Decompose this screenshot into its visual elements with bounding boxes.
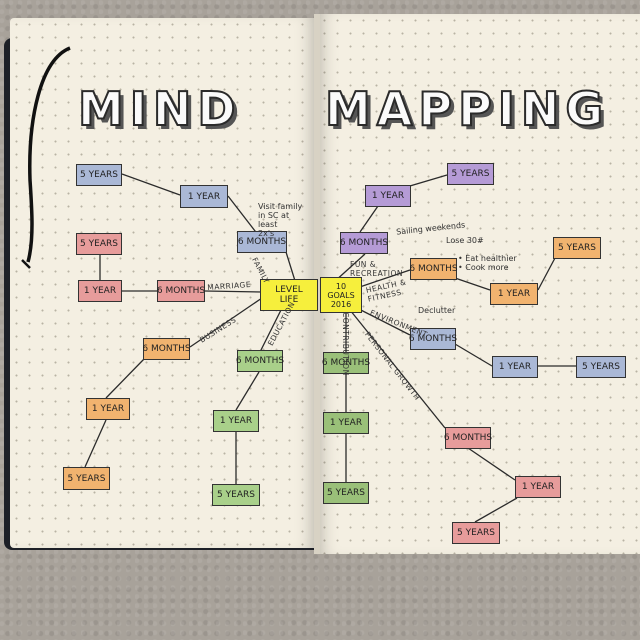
family-1-year: 1 YEAR: [180, 185, 228, 208]
center-level-life: LEVEL LIFE: [260, 279, 318, 311]
family-5-years: 5 YEARS: [76, 164, 122, 186]
note-declutter: Declutter: [418, 306, 456, 315]
branch-contribution: CONTRIBUTION: [341, 312, 350, 376]
education-1-year: 1 YEAR: [213, 410, 259, 432]
personal-6-months: 6 MONTHS: [444, 427, 492, 449]
business-6-months: 6 MONTHS: [142, 338, 191, 360]
marriage-5-years: 5 YEARS: [76, 233, 122, 255]
branch-fun: FUN & RECREATION: [350, 260, 403, 278]
family-6-months: 6 MONTHS: [237, 231, 287, 253]
environment-1-year: 1 YEAR: [492, 356, 538, 378]
marriage-6-months: 6 MONTHS: [157, 280, 205, 302]
health-5-years: 5 YEARS: [553, 237, 601, 259]
business-5-years: 5 YEARS: [63, 467, 110, 490]
education-5-years: 5 YEARS: [212, 484, 260, 506]
center-10-goals: 10 GOALS 2016: [320, 277, 362, 313]
title-mapping: MAPPING: [324, 81, 610, 137]
title-mind: MIND: [77, 81, 242, 137]
contribution-1-year: 1 YEAR: [323, 412, 369, 434]
business-1-year: 1 YEAR: [86, 398, 130, 420]
health-1-year: 1 YEAR: [490, 283, 538, 305]
personal-1-year: 1 YEAR: [515, 476, 561, 498]
health-6-months: 6 MONTHS: [409, 258, 458, 280]
fun-5-years: 5 YEARS: [447, 163, 494, 185]
fun-6-months: 6 MONTHS: [340, 232, 388, 254]
environment-5-years: 5 YEARS: [576, 356, 626, 378]
note-eat-healthier: • Eat healthier • Cook more: [458, 254, 517, 272]
note-lose-weight: Lose 30#: [446, 236, 484, 245]
marriage-1-year: 1 YEAR: [78, 280, 122, 302]
education-6-months: 6 MONTHS: [236, 350, 284, 372]
personal-5-years: 5 YEARS: [452, 522, 500, 544]
contribution-5-years: 5 YEARS: [323, 482, 369, 504]
right-page: [318, 14, 640, 554]
fun-1-year: 1 YEAR: [365, 185, 411, 207]
note-visit-family: Visit family in SC at least 2x's: [258, 202, 303, 238]
environment-6-months: 6 MONTHS: [409, 328, 457, 350]
contribution-6-months: 6 MONTHS: [322, 352, 370, 374]
